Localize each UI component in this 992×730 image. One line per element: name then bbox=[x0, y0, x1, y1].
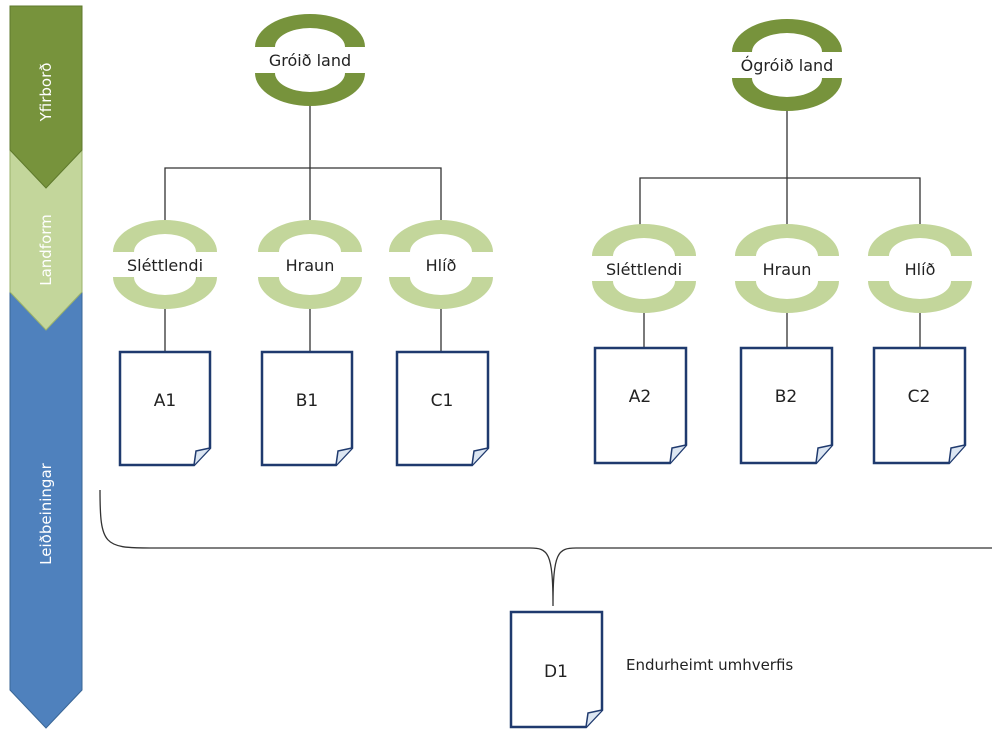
child-node-label: Hraun bbox=[763, 260, 812, 279]
document-label: A2 bbox=[629, 387, 651, 407]
document-label: C2 bbox=[908, 387, 931, 407]
root-node-vegetated: Gróið land bbox=[255, 14, 365, 106]
group-vegetated: Gróið land Sléttlendi Hraun Hlíð A1 B1 bbox=[113, 14, 493, 467]
final-document-label: D1 bbox=[544, 662, 568, 682]
document-label: B1 bbox=[296, 391, 318, 411]
child-node-label: Hlíð bbox=[905, 260, 936, 279]
child-node-label: Sléttlendi bbox=[127, 256, 203, 275]
final-document: D1 bbox=[509, 610, 604, 729]
child-node: Hraun bbox=[258, 220, 362, 309]
connectors bbox=[99, 100, 992, 607]
root-node-label: Gróið land bbox=[269, 51, 351, 70]
category-band: Yfirborð Landform Leiðbeiningar bbox=[9, 5, 83, 729]
band-surface bbox=[9, 5, 83, 189]
child-node-label: Hlíð bbox=[426, 256, 457, 275]
root-node-unvegetated: Ógróið land bbox=[732, 19, 842, 111]
child-node: Sléttlendi bbox=[113, 220, 217, 309]
group-unvegetated: Ógróið land Sléttlendi Hraun Hlíð A2 B2 bbox=[592, 19, 972, 465]
band-landform-label: Landform bbox=[37, 214, 55, 286]
child-node: Hlíð bbox=[389, 220, 493, 309]
document-label: B2 bbox=[775, 387, 797, 407]
child-node: Sléttlendi bbox=[592, 224, 696, 313]
document-node: A1 bbox=[118, 350, 212, 467]
document-label: C1 bbox=[431, 391, 454, 411]
band-surface-label: Yfirborð bbox=[37, 63, 55, 123]
document-label: A1 bbox=[154, 391, 176, 411]
final-note: Endurheimt umhverfis bbox=[626, 656, 793, 674]
band-guidelines-label: Leiðbeiningar bbox=[37, 462, 55, 564]
child-node-label: Hraun bbox=[286, 256, 335, 275]
document-node: C1 bbox=[395, 350, 490, 467]
document-node: C2 bbox=[872, 346, 967, 465]
child-node-label: Sléttlendi bbox=[606, 260, 682, 279]
document-node: B2 bbox=[739, 346, 834, 465]
child-node: Hlíð bbox=[868, 224, 972, 313]
document-node: B1 bbox=[260, 350, 354, 467]
child-node: Hraun bbox=[735, 224, 839, 313]
document-node: A2 bbox=[593, 346, 688, 465]
root-node-label: Ógróið land bbox=[741, 56, 834, 75]
